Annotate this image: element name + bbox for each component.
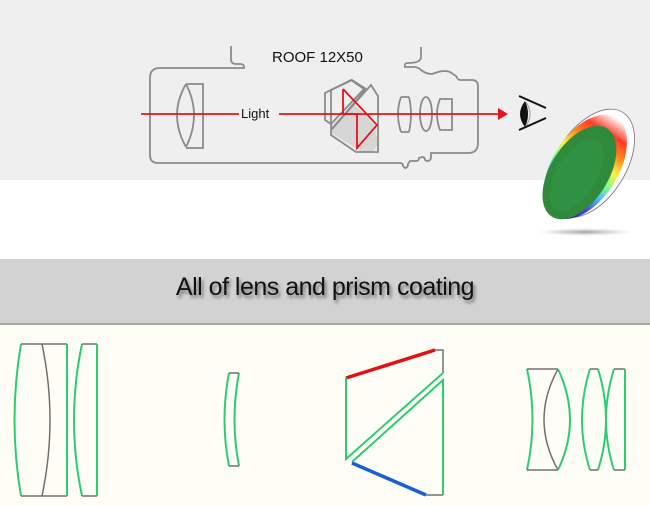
roof-prism-coated	[345, 348, 444, 497]
top-diagram-background	[0, 0, 650, 180]
light-ray	[141, 108, 508, 120]
prism-bottom-coating	[351, 461, 427, 497]
diagram-title: ROOF 12X50	[272, 49, 363, 66]
prism-top-coating	[345, 348, 436, 380]
field-lens-coated	[223, 372, 240, 467]
banner-text: All of lens and prism coating	[175, 273, 475, 301]
coating-banner: All of lens and prism coating	[0, 259, 650, 325]
objective-lens-group-coated	[13, 343, 98, 497]
arrow-head-icon	[498, 108, 508, 120]
roof-prism	[324, 78, 379, 153]
objective-lens	[176, 83, 204, 149]
coated-lens-sample	[537, 108, 635, 236]
light-label: Light	[241, 106, 270, 121]
eyepiece-lens-group-coated	[526, 368, 626, 471]
binocular-housing	[149, 46, 479, 169]
bottom-diagram-background	[0, 325, 650, 506]
eye-icon	[518, 95, 547, 131]
